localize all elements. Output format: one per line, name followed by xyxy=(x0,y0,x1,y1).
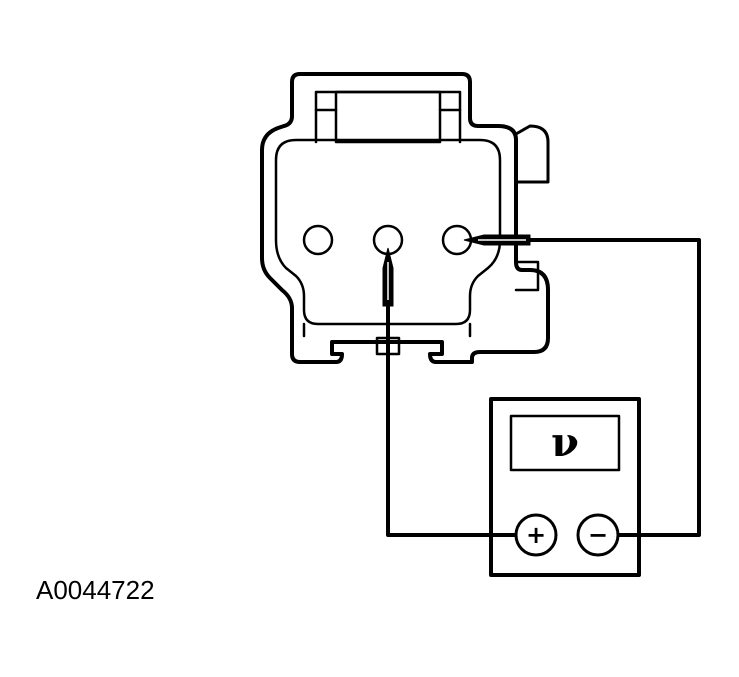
negative-lead-wire xyxy=(528,238,701,537)
figure-id-label: A0044722 xyxy=(36,575,155,605)
test-leads xyxy=(386,238,701,537)
positive-terminal xyxy=(514,513,558,557)
voltmeter: ν + − xyxy=(489,397,641,577)
test-probe xyxy=(382,234,531,307)
positive-lead-wire xyxy=(386,302,518,537)
voltmeter-display xyxy=(509,414,621,472)
voltmeter-display-symbol: ν xyxy=(551,419,579,466)
pin-cavity-1 xyxy=(302,224,334,256)
negative-terminal-symbol: − xyxy=(588,521,608,549)
negative-terminal xyxy=(576,513,620,557)
connector-housing xyxy=(260,72,550,364)
positive-terminal-symbol: + xyxy=(526,521,546,549)
voltmeter-body xyxy=(489,397,641,577)
